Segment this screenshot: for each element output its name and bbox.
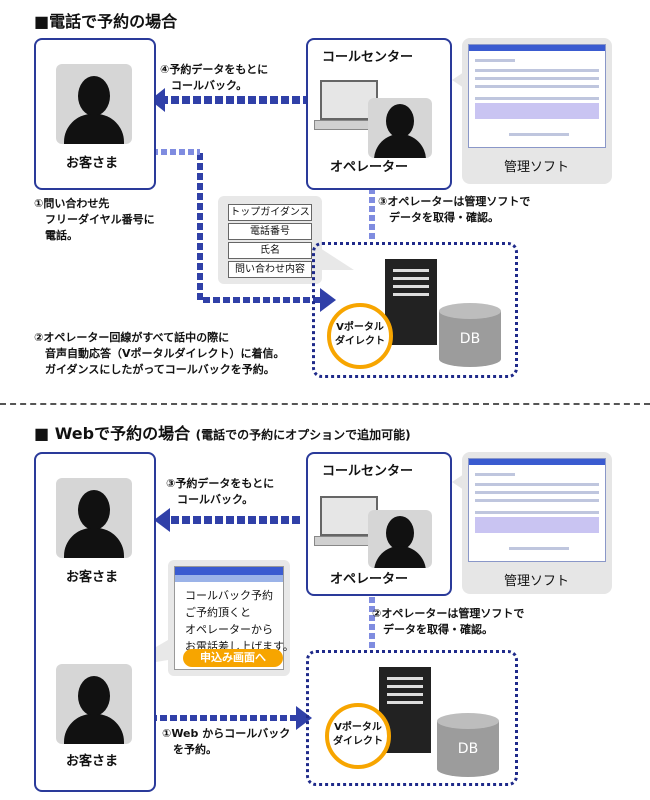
web-step1-text: ①Web からコールバック を予約。	[162, 727, 291, 756]
voice-menu: トップガイダンス 電話番号 氏名 問い合わせ内容	[218, 196, 322, 284]
menu-item: 氏名	[228, 242, 312, 259]
section1-title: ■電話で予約の場合	[34, 12, 178, 31]
software-panel: 管理ソフト	[462, 38, 612, 184]
customer-icon	[56, 64, 132, 144]
customer-box: お客さま	[34, 38, 156, 190]
software-window	[468, 44, 606, 148]
step3-text: ③オペレーターは管理ソフトで データを取得・確認。	[378, 195, 531, 224]
customer2-top-icon	[56, 478, 132, 558]
callcenter2-label: コールセンター	[322, 464, 414, 479]
server-icon	[385, 259, 437, 345]
step1-text: ①問い合わせ先 フリーダイヤル番号に 電話。	[34, 197, 155, 242]
customer2-bottom-icon	[56, 664, 132, 744]
web-card-text: コールバック予約 ご予約頂くと オペレーターから お電話差し上げます。	[185, 589, 294, 653]
operator2-label: オペレーター	[330, 572, 409, 587]
operator-icon	[368, 98, 432, 158]
customer-label: お客さま	[66, 156, 119, 171]
menu-item: 電話番号	[228, 223, 312, 240]
section2-title: ■ Webで予約の場合 (電話での予約にオプションで追加可能)	[34, 424, 411, 443]
software2-label: 管理ソフト	[504, 574, 570, 589]
web-reservation-card: コールバック予約 ご予約頂くと オペレーターから お電話差し上げます。 申込み画…	[168, 560, 294, 676]
vportal-system-box: DB Vポータル ダイレクト	[312, 242, 518, 378]
callcenter-label: コールセンター	[322, 50, 414, 65]
step4-text: ④予約データをもとに コールバック。	[160, 63, 269, 92]
customer2-bottom-label: お客さま	[66, 754, 119, 769]
step2-text: ②オペレーター回線がすべて話中の際に 音声自動応答（Vポータルダイレクト）に着信…	[34, 331, 285, 376]
software2-panel: 管理ソフト	[462, 452, 612, 594]
section1-arrows	[150, 68, 470, 312]
software2-window	[468, 458, 606, 562]
section-divider	[0, 403, 650, 405]
customer2-box: お客さま お客さま	[34, 452, 156, 792]
menu-pointer	[320, 248, 354, 270]
menu-item: トップガイダンス	[228, 204, 312, 221]
vportal2-badge: Vポータル ダイレクト	[325, 703, 391, 769]
web-step3-text: ③予約データをもとに コールバック。	[166, 477, 275, 506]
software-label: 管理ソフト	[504, 160, 570, 175]
vportal2-system-box: DB Vポータル ダイレクト	[306, 650, 518, 786]
vportal-badge: Vポータル ダイレクト	[327, 303, 393, 369]
apply-screen-button[interactable]: 申込み画面へ	[183, 649, 283, 667]
menu-item: 問い合わせ内容	[228, 261, 312, 278]
web-step2-text: ②オペレーターは管理ソフトで データを取得・確認。	[372, 607, 525, 636]
callcenter2-box: コールセンター オペレーター	[306, 452, 452, 596]
callcenter-box: コールセンター オペレーター	[306, 38, 452, 190]
operator2-icon	[368, 510, 432, 568]
customer2-top-label: お客さま	[66, 570, 119, 585]
operator-label: オペレーター	[330, 160, 409, 175]
